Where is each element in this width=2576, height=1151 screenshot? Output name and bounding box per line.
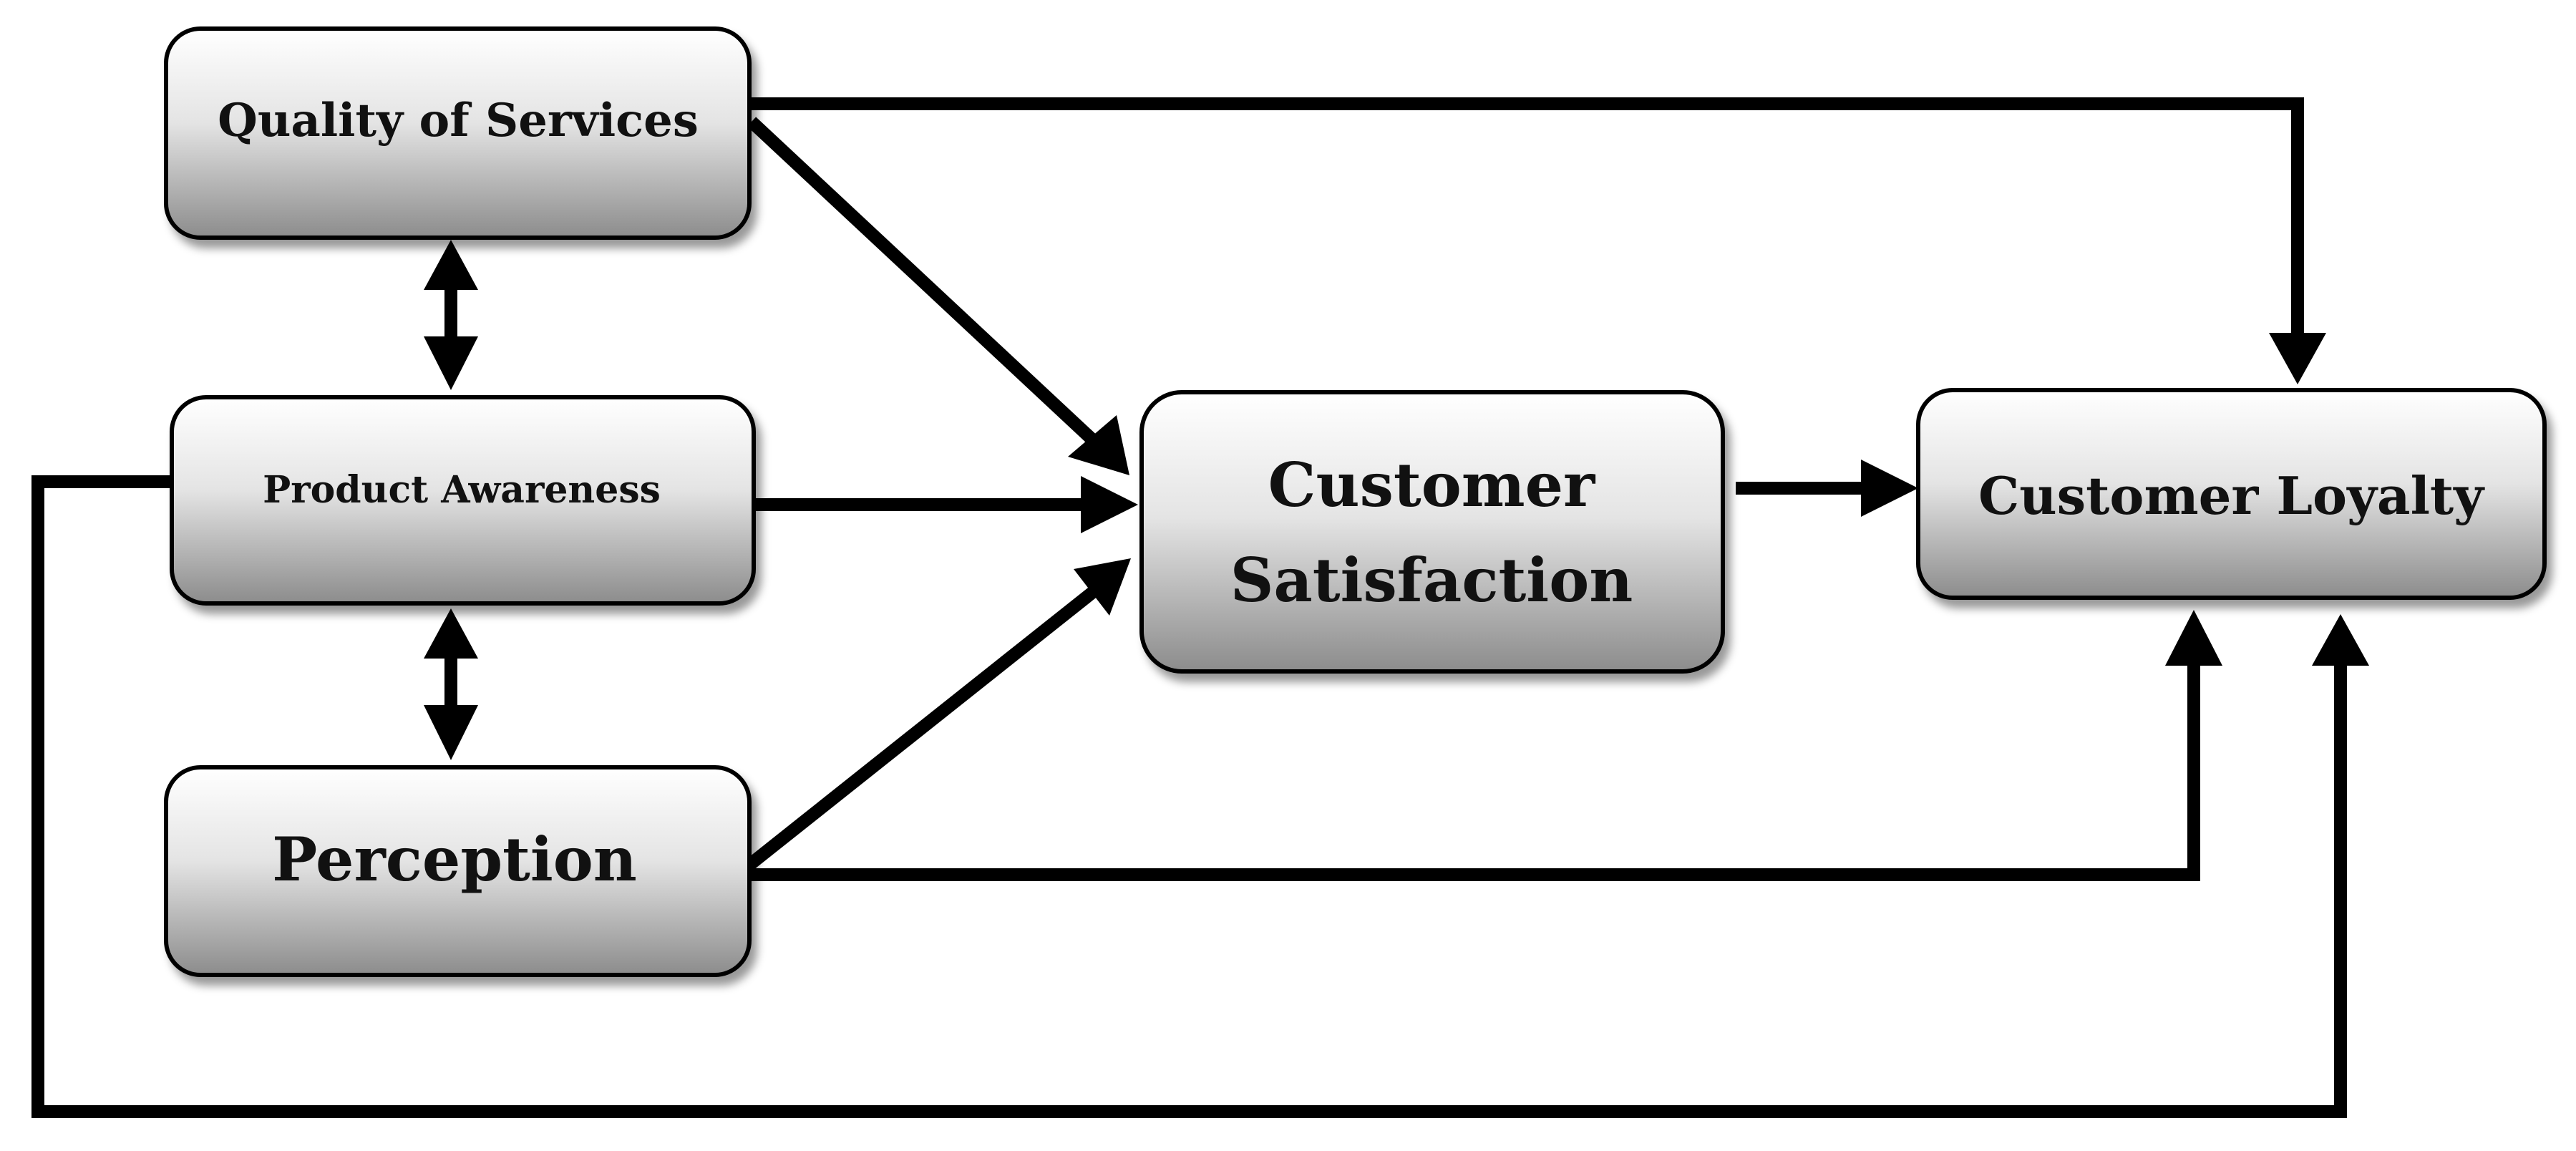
node-awareness-label: Product Awareness bbox=[263, 468, 661, 512]
node-perception: Perception bbox=[164, 765, 752, 977]
arrowhead-perception-to-satisfaction bbox=[1074, 558, 1131, 616]
node-perception-label: Perception bbox=[272, 824, 637, 895]
node-satisfaction-label-line1: Customer bbox=[1268, 450, 1596, 520]
node-product-awareness: Product Awareness bbox=[170, 395, 756, 606]
edge-quality-to-satisfaction bbox=[747, 117, 1098, 445]
node-customer-loyalty: Customer Loyalty bbox=[1916, 388, 2547, 600]
arrowhead-quality-awareness-up bbox=[424, 240, 478, 290]
arrowhead-satisfaction-to-loyalty bbox=[1861, 460, 1918, 517]
node-satisfaction-label-line2: Satisfaction bbox=[1230, 545, 1633, 616]
edge-awareness-to-loyalty bbox=[31, 475, 2347, 1118]
arrowhead-quality-to-satisfaction bbox=[1068, 415, 1129, 475]
arrowhead-quality-to-loyalty bbox=[2269, 333, 2326, 384]
node-quality-of-services: Quality of Services bbox=[164, 26, 752, 240]
node-quality-label: Quality of Services bbox=[218, 94, 699, 147]
node-customer-satisfaction: Customer Satisfaction bbox=[1139, 390, 1725, 674]
edge-quality-to-loyalty bbox=[748, 97, 2304, 333]
arrowhead-perception-to-loyalty bbox=[2165, 610, 2222, 666]
edge-perception-to-loyalty bbox=[748, 666, 2200, 881]
arrowhead-quality-awareness-down bbox=[424, 336, 478, 390]
arrowhead-awareness-perception-up bbox=[424, 608, 478, 659]
arrowhead-awareness-perception-down bbox=[424, 705, 478, 760]
arrowhead-awareness-to-loyalty bbox=[2312, 614, 2369, 666]
node-loyalty-label: Customer Loyalty bbox=[1978, 465, 2485, 526]
arrowhead-awareness-to-satisfaction bbox=[1081, 476, 1138, 533]
edge-perception-to-satisfaction bbox=[744, 586, 1097, 872]
